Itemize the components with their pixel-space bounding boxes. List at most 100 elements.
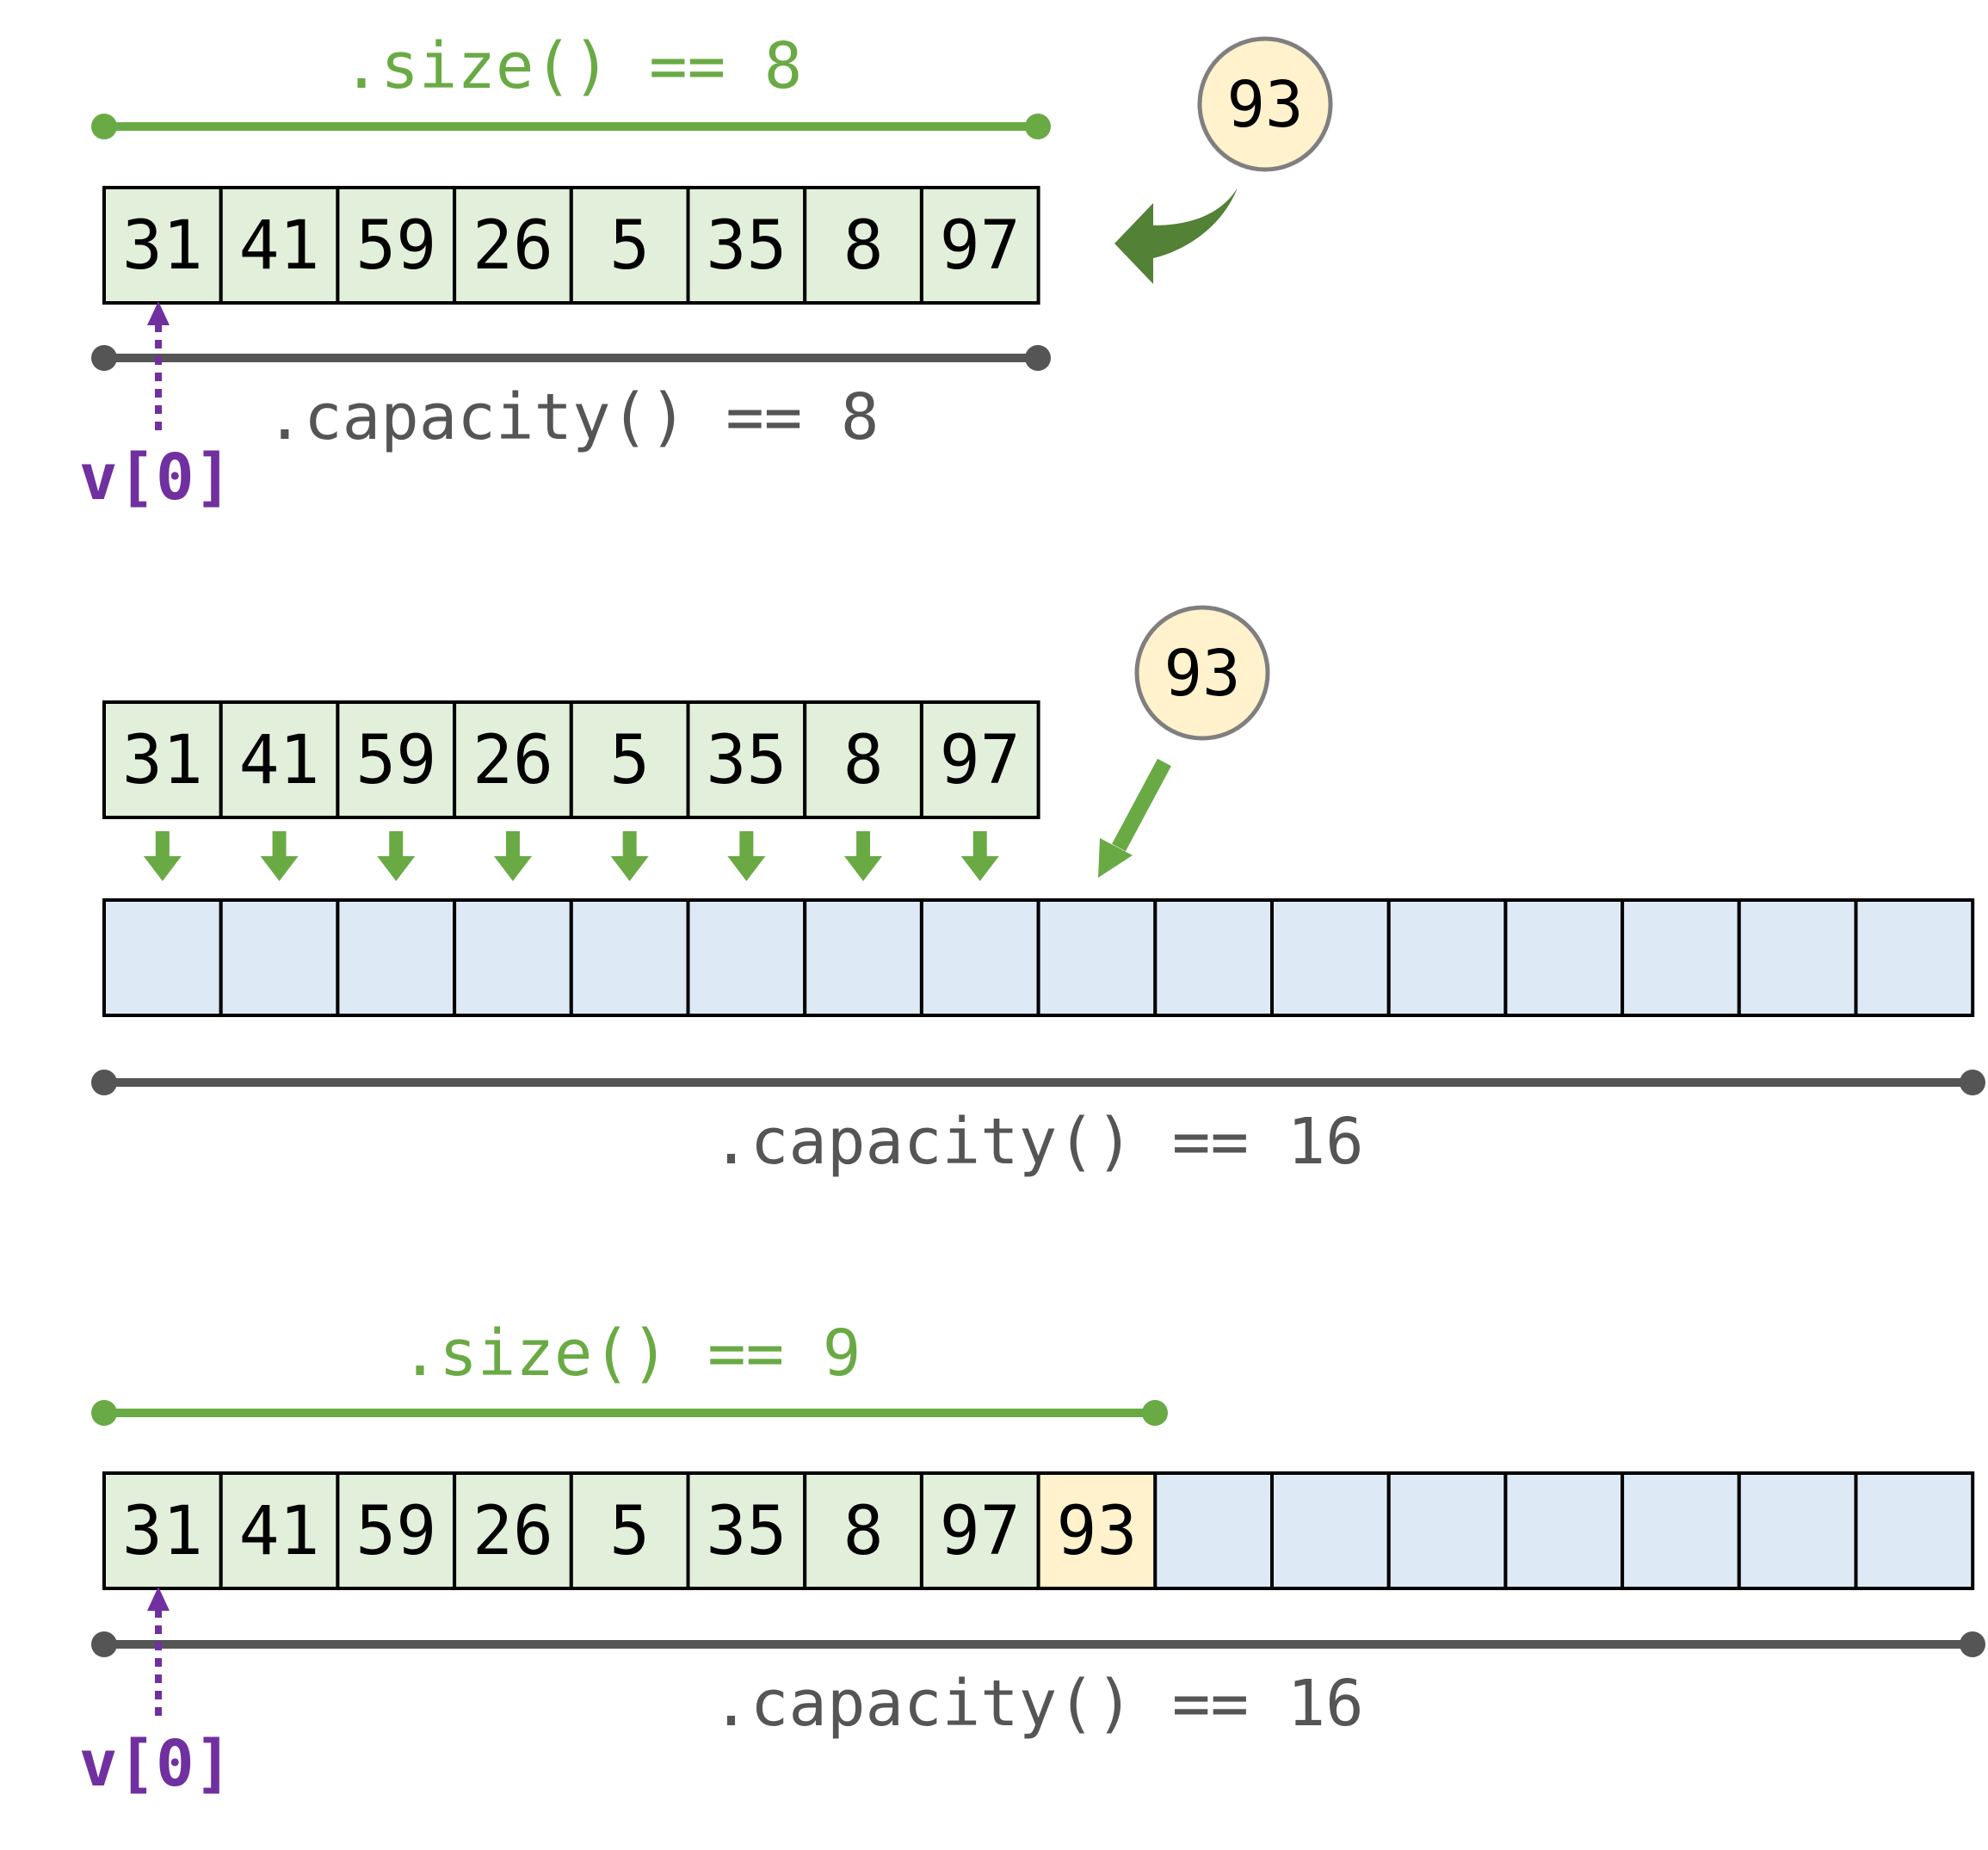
cell-value: 31	[122, 722, 203, 799]
array-cell	[686, 1471, 807, 1590]
cell-value: 5	[609, 1493, 650, 1570]
size-label: .size() == 9	[401, 1317, 861, 1391]
size-label: .size() == 8	[343, 29, 803, 103]
array-cell	[1621, 1471, 1741, 1590]
copy-arrow-icon	[260, 831, 299, 881]
index-label: v[0]	[79, 1727, 232, 1801]
array-cell	[1737, 1471, 1858, 1590]
index-label: v[0]	[79, 441, 232, 515]
size-bracket	[91, 114, 1051, 139]
array-cell	[1854, 898, 1975, 1017]
cell-value: 41	[239, 1493, 320, 1570]
array-cell	[919, 700, 1040, 819]
cell-value: 5	[609, 722, 650, 799]
array-cell	[453, 898, 573, 1017]
new-value-bubble: 93	[1134, 605, 1270, 741]
array-cell	[102, 898, 223, 1017]
panel-2: 31 41 59 26 5 35 8 97 93 .capacity() == 16	[91, 605, 1985, 1179]
copy-arrow-icon	[143, 831, 182, 881]
array-cell	[686, 700, 807, 819]
array-cell	[686, 898, 807, 1017]
new-value-text: 93	[1226, 68, 1303, 142]
array-cell	[1270, 898, 1391, 1017]
array-cell	[1621, 898, 1741, 1017]
array-cell	[1854, 1471, 1975, 1590]
new-value-bubble: 93	[1197, 36, 1333, 172]
cell-value: 59	[355, 207, 436, 285]
insert-arrow-icon	[1098, 758, 1171, 878]
cell-value: 41	[239, 207, 320, 285]
cell-value: 31	[122, 207, 203, 285]
copy-arrow-icon	[844, 831, 883, 881]
cell-value: 8	[843, 207, 884, 285]
cell-value: 8	[843, 1493, 884, 1570]
new-array-cells	[102, 898, 1975, 1017]
array-cell	[1036, 898, 1158, 1017]
cell-value: 41	[239, 722, 320, 799]
array-cell	[219, 898, 340, 1017]
array-cell	[569, 898, 690, 1017]
capacity-bracket	[91, 1631, 1985, 1657]
cell-value: 26	[472, 722, 553, 799]
cell-value: 26	[472, 207, 553, 285]
array-cell	[803, 700, 923, 819]
array-cell	[336, 1471, 457, 1590]
cell-value: 35	[706, 207, 787, 285]
copy-arrow-icon	[377, 831, 416, 881]
cell-value: 35	[706, 1493, 787, 1570]
curved-arrow-icon	[1114, 188, 1238, 284]
array-cell	[336, 898, 457, 1017]
array-cell	[1503, 898, 1625, 1017]
array-cells: 31 41 59 26 5 35 8 97	[102, 186, 1040, 305]
capacity-label: .capacity() == 16	[712, 1105, 1363, 1179]
array-cell	[1737, 898, 1858, 1017]
array-cell	[1503, 1471, 1625, 1590]
copy-arrow-icon	[493, 831, 532, 881]
capacity-label: .capacity() == 8	[266, 380, 880, 454]
array-cell	[919, 1471, 1040, 1590]
copy-arrow-icon	[727, 831, 766, 881]
panel-1: .size() == 8 31 41 59 26 5 35 8 97 .capacity() …	[79, 29, 1333, 515]
array-cell	[453, 700, 573, 819]
cell-value: 93	[1056, 1493, 1137, 1570]
array-cell	[919, 898, 1040, 1017]
cell-value: 59	[355, 1493, 436, 1570]
cell-value: 35	[706, 722, 787, 799]
array-cell	[1386, 1471, 1508, 1590]
copy-arrows	[143, 831, 999, 881]
array-cell	[336, 700, 457, 819]
cell-value: 5	[609, 207, 650, 285]
array-cell	[219, 700, 340, 819]
old-array-cells: 31 41 59 26 5 35 8 97	[102, 700, 1040, 819]
array-cell	[336, 186, 457, 305]
array-cell	[102, 700, 223, 819]
array-cell	[219, 186, 340, 305]
array-cell	[919, 186, 1040, 305]
new-value-text: 93	[1164, 637, 1240, 711]
cell-value: 97	[940, 207, 1021, 285]
index-pointer	[147, 1587, 170, 1721]
cell-value: 59	[355, 722, 436, 799]
array-cell	[1153, 1471, 1275, 1590]
index-pointer	[147, 301, 170, 435]
size-bracket	[91, 1400, 1168, 1426]
capacity-label: .capacity() == 16	[712, 1667, 1363, 1741]
array-cell	[569, 1471, 690, 1590]
array-cell	[1386, 898, 1508, 1017]
cell-value: 8	[843, 722, 884, 799]
array-cell	[1270, 1471, 1391, 1590]
cell-value: 26	[472, 1493, 553, 1570]
cell-value: 97	[940, 722, 1021, 799]
array-cell	[1153, 898, 1275, 1017]
array-cell	[803, 898, 923, 1017]
cell-value: 97	[940, 1493, 1021, 1570]
array-cell	[102, 1471, 223, 1590]
copy-arrow-icon	[610, 831, 649, 881]
capacity-bracket	[91, 345, 1051, 371]
copy-arrow-icon	[960, 831, 999, 881]
capacity-bracket	[91, 1070, 1985, 1095]
array-cell	[453, 1471, 573, 1590]
array-cell	[803, 1471, 923, 1590]
